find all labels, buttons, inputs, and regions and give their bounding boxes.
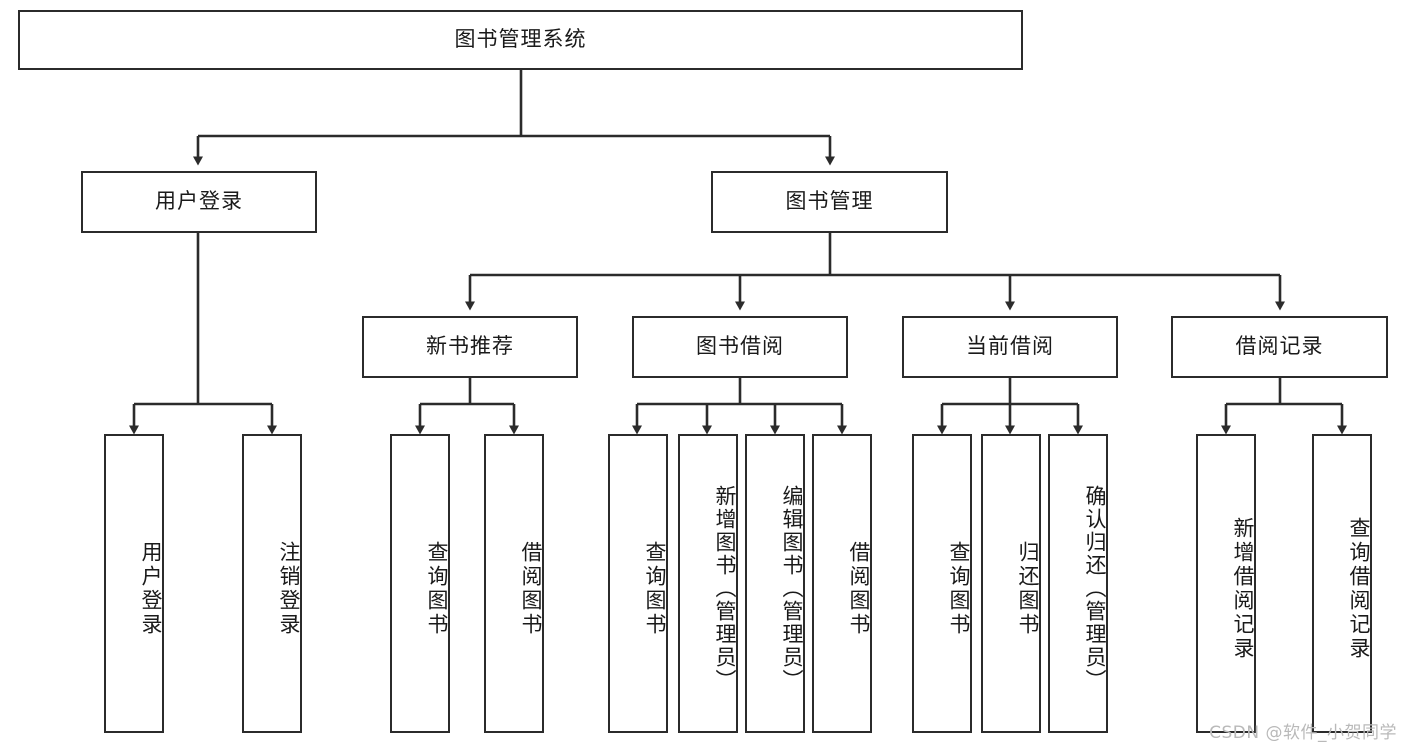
- node-label: 查询图书: [425, 540, 449, 637]
- leaf-query-book-current[interactable]: 查询图书: [912, 434, 972, 733]
- node-book-borrow[interactable]: 图书借阅: [632, 316, 848, 378]
- node-book-management[interactable]: 图书管理: [711, 171, 948, 233]
- leaf-query-borrow-record[interactable]: 查询借阅记录: [1312, 434, 1372, 733]
- node-label: 图书管理: [785, 189, 874, 214]
- watermark: CSDN @软件_小贺同学: [1209, 723, 1397, 743]
- node-root[interactable]: 图书管理系统: [18, 10, 1023, 70]
- node-label: 图书管理系统: [454, 27, 587, 52]
- node-label: 借阅图书: [519, 540, 543, 637]
- node-label: 查询图书: [643, 540, 667, 637]
- leaf-borrow-book-recommend[interactable]: 借阅图书: [484, 434, 544, 733]
- node-label: 图书借阅: [696, 334, 784, 359]
- node-borrow-record[interactable]: 借阅记录: [1171, 316, 1388, 378]
- node-label: 用户登录: [155, 189, 243, 214]
- node-new-book-recommend[interactable]: 新书推荐: [362, 316, 578, 378]
- leaf-user-login[interactable]: 用户登录: [104, 434, 164, 733]
- node-current-borrow[interactable]: 当前借阅: [902, 316, 1118, 378]
- leaf-query-book-recommend[interactable]: 查询图书: [390, 434, 450, 733]
- node-label: 借阅记录: [1235, 334, 1324, 359]
- node-label: 用户登录: [139, 540, 163, 637]
- node-label: 注销登录: [277, 540, 301, 637]
- node-label: 编辑图书（管理员）: [780, 485, 804, 692]
- leaf-add-book-admin[interactable]: 新增图书（管理员）: [678, 434, 738, 733]
- leaf-add-borrow-record[interactable]: 新增借阅记录: [1196, 434, 1256, 733]
- leaf-confirm-return-admin[interactable]: 确认归还（管理员）: [1048, 434, 1108, 733]
- node-label: 新书推荐: [426, 334, 514, 359]
- node-label: 当前借阅: [966, 334, 1054, 359]
- node-user-login[interactable]: 用户登录: [81, 171, 317, 233]
- leaf-return-book[interactable]: 归还图书: [981, 434, 1041, 733]
- leaf-borrow-book[interactable]: 借阅图书: [812, 434, 872, 733]
- node-label: 借阅图书: [847, 540, 871, 637]
- node-label: 新增借阅记录: [1231, 516, 1255, 661]
- node-label: 新增图书（管理员）: [713, 485, 737, 692]
- leaf-edit-book-admin[interactable]: 编辑图书（管理员）: [745, 434, 805, 733]
- node-label: 查询图书: [947, 540, 971, 637]
- node-label: 查询借阅记录: [1347, 516, 1371, 661]
- leaf-query-book-borrow[interactable]: 查询图书: [608, 434, 668, 733]
- leaf-logout[interactable]: 注销登录: [242, 434, 302, 733]
- node-label: 归还图书: [1016, 540, 1040, 637]
- node-label: 确认归还（管理员）: [1083, 485, 1107, 692]
